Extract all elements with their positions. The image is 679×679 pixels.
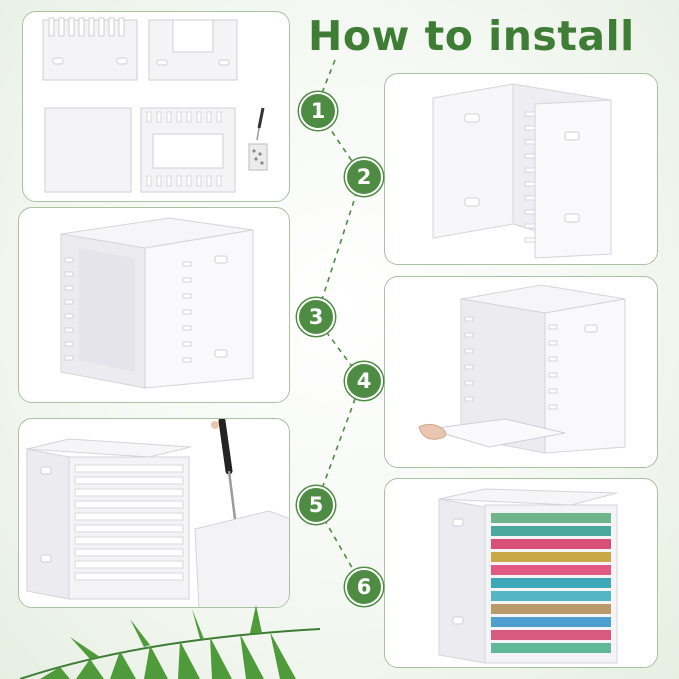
step-4-panel [384,276,658,468]
step-1-badge: 1 [299,92,337,130]
step-2-panel [384,73,658,265]
box-top-illustration [60,217,254,389]
palm-leaf-decoration [19,605,321,679]
finished-organizer-illustration [438,488,618,664]
step-5-panel [18,418,290,608]
step-6-badge: 6 [345,568,383,606]
step-3-panel [18,207,290,403]
step-4-badge: 4 [345,362,383,400]
parts-illustration [42,17,268,193]
frame-assembly-illustration [432,83,612,259]
step-2-badge: 2 [345,158,383,196]
page-title: How to install [308,12,635,60]
step-3-badge: 3 [297,298,335,336]
insert-base-illustration [418,284,626,454]
step-1-panel [22,11,290,202]
screw-fastening-illustration [26,419,289,607]
step-5-badge: 5 [297,486,335,524]
step-6-panel [384,478,658,668]
